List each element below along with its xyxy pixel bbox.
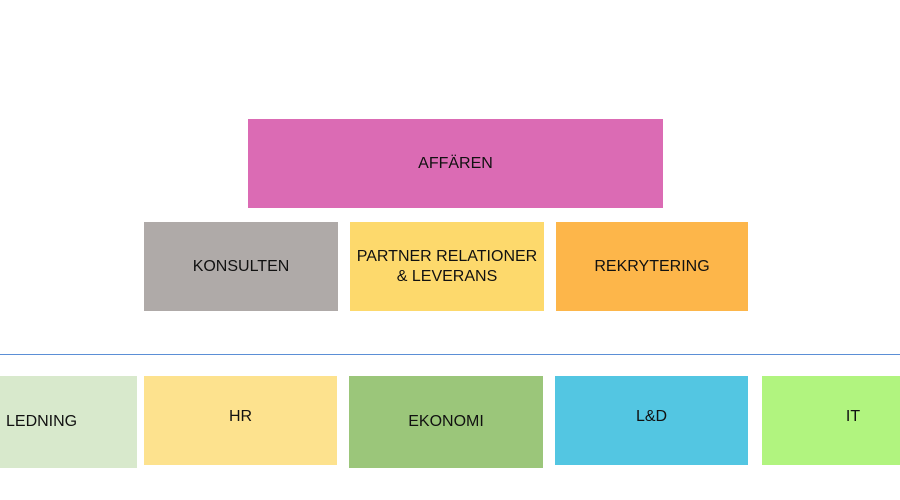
ekonomi-label: EKONOMI [408, 413, 484, 430]
hr-box: HR [144, 376, 337, 465]
ld-box: L&D [555, 376, 748, 465]
divider-line [0, 354, 900, 355]
hr-label: HR [228, 407, 253, 425]
rekrytering-box: REKRYTERING [556, 222, 748, 311]
ledning-label: LEDNING [6, 413, 78, 430]
ekonomi-box: EKONOMI [349, 376, 543, 468]
ld-label: L&D [635, 407, 668, 425]
konsulten-label: KONSULTEN [192, 257, 290, 275]
partner-relationer-leverans-box: PARTNER RELATIONER & LEVERANS [350, 222, 544, 311]
ledning-box: LEDNING [0, 376, 137, 468]
rekrytering-label: REKRYTERING [594, 257, 710, 275]
konsulten-box: KONSULTEN [144, 222, 338, 311]
partner-relationer-leverans-label: PARTNER RELATIONER & LEVERANS [356, 247, 538, 285]
it-label: IT [845, 407, 861, 425]
it-box: IT [762, 376, 900, 465]
affaren-label: AFFÄREN [418, 154, 493, 172]
affaren-box: AFFÄREN [248, 119, 663, 208]
